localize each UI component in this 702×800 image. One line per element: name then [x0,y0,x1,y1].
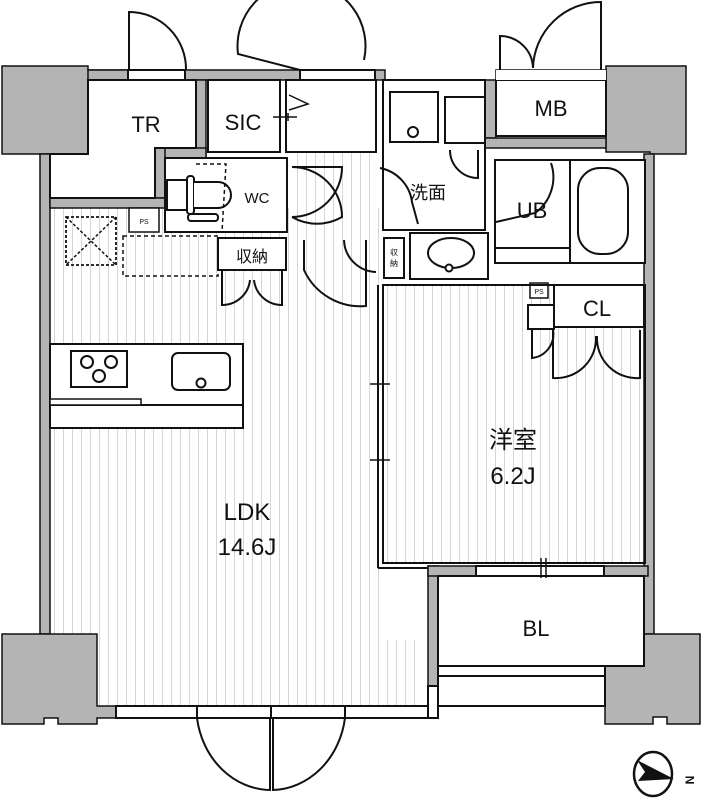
ps-label-2: PS [534,289,544,296]
floor-texture [50,152,646,710]
structural-walls [1,65,701,725]
room-label-storage: 収納 [236,247,268,266]
room-label-storage-small-top: 収 [390,247,398,257]
room-label-western: 洋室 [489,426,537,454]
ps-label-1: PS [139,219,149,226]
room-outlines [49,69,646,719]
north-arrow-icon: N [632,750,697,798]
room-size-ldk: 14.6J [218,534,277,561]
room-labels: TR SIC MB WC 洗面 UB 収納 収 納 PS PS CL LDK 1… [131,96,611,641]
room-label-storage-small-bottom: 納 [390,258,398,268]
room-label-washroom: 洗面 [410,183,446,204]
compass-label: N [683,776,697,785]
room-size-western: 6.2J [490,463,535,490]
wall-markers [370,383,547,578]
room-label-cl: CL [583,296,611,321]
fixtures [65,94,629,389]
room-label-bl: BL [523,616,550,641]
room-label-ub: UB [517,198,548,223]
room-label-tr: TR [131,112,160,137]
room-label-mb: MB [535,96,568,121]
room-label-wc: WC [245,190,270,207]
room-label-ldk: LDK [224,499,271,526]
room-label-sic: SIC [225,110,262,135]
door-swings [128,0,641,792]
